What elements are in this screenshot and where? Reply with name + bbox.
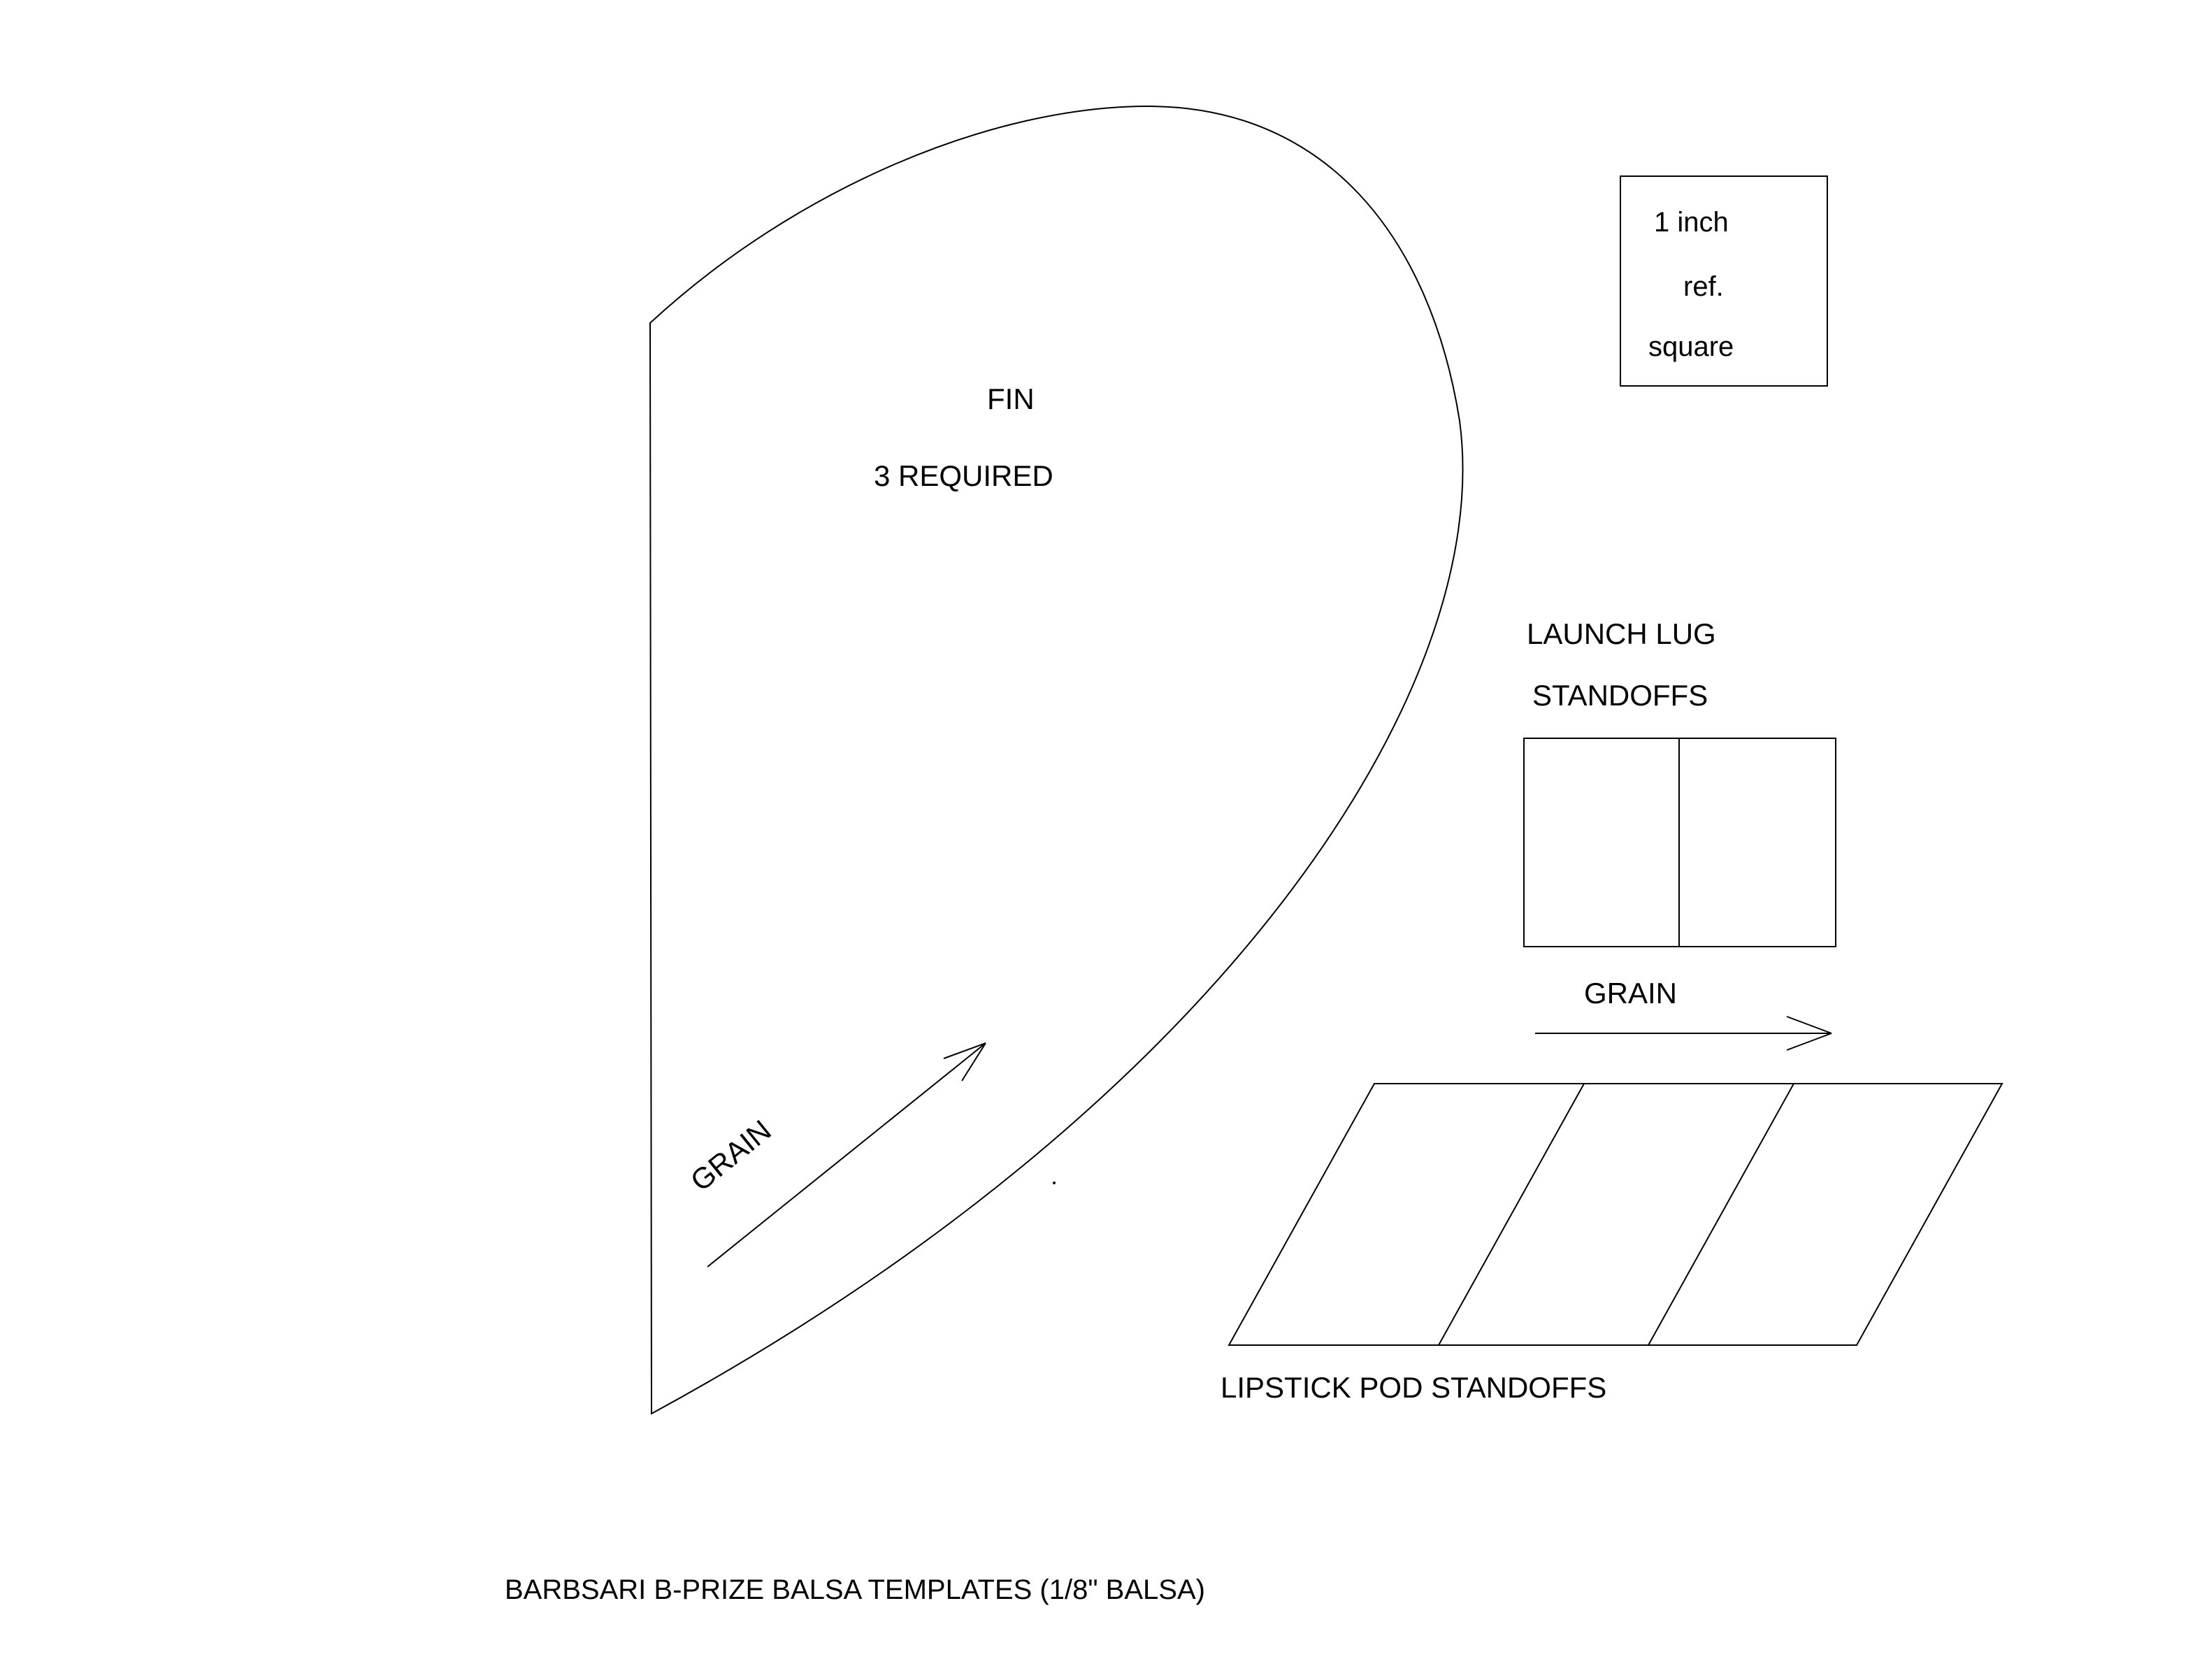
- ref-square-outline: [1620, 175, 1828, 387]
- ref-square-line3: square: [1648, 331, 1734, 362]
- page-title: BARBSARI B-PRIZE BALSA TEMPLATES (1/8" B…: [505, 1574, 1205, 1605]
- stray-mark: [1053, 1182, 1056, 1184]
- lug-grain-arrow-icon: [1535, 1016, 1832, 1051]
- ref-square-line2: ref.: [1683, 271, 1724, 302]
- launch-lug-label-line1: LAUNCH LUG: [1527, 617, 1716, 650]
- fin-grain-arrow-icon: [707, 1042, 986, 1268]
- fin-label: FIN: [987, 382, 1035, 415]
- launch-lug-label-line2: STANDOFFS: [1532, 679, 1708, 712]
- lipstick-pod-divider-1: [1438, 1083, 1585, 1346]
- launch-lug-standoffs-outline: [1523, 738, 1836, 947]
- fin-outline: [649, 105, 1464, 1415]
- fin-quantity-label: 3 REQUIRED: [874, 459, 1053, 492]
- lipstick-pod-divider-2: [1648, 1083, 1794, 1346]
- lug-grain-label: GRAIN: [1584, 977, 1678, 1010]
- lipstick-pods-label: LIPSTICK POD STANDOFFS: [1221, 1371, 1607, 1404]
- ref-square-line1: 1 inch: [1654, 207, 1729, 238]
- lipstick-pods-outline: [1228, 1083, 2003, 1346]
